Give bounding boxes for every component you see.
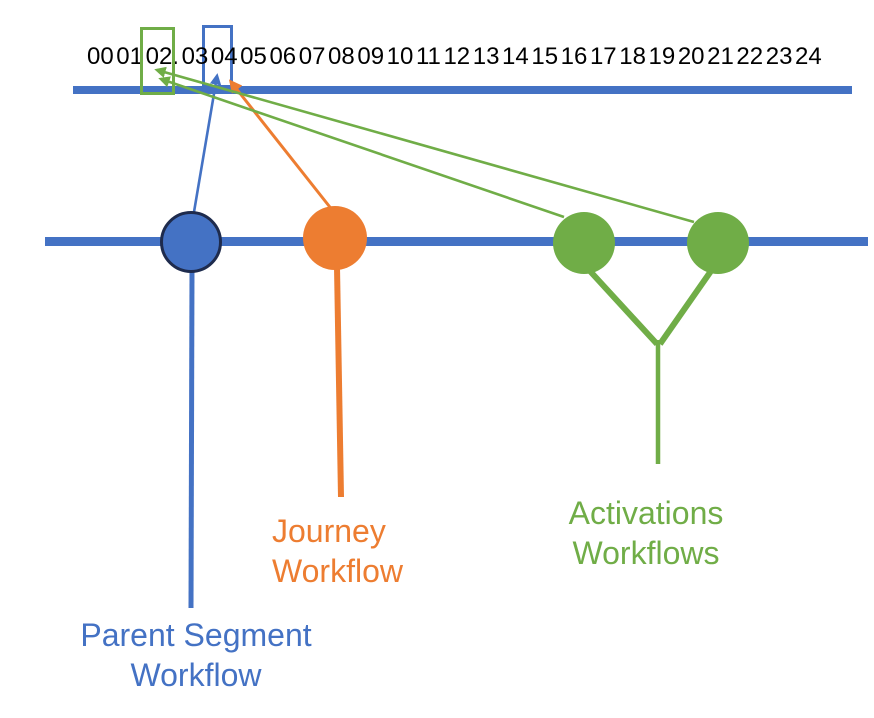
- hour-label: 22: [736, 43, 764, 70]
- timeline-bar-top: [73, 86, 852, 94]
- hour-label: 23: [765, 43, 793, 70]
- hour-label: 07: [298, 43, 326, 70]
- activations-node-2: [687, 212, 749, 274]
- hour-label: 15: [531, 43, 559, 70]
- hour-label: 03: [181, 43, 209, 70]
- workflow-track-bar: [45, 237, 868, 246]
- hour-label: 05: [240, 43, 267, 70]
- hour-label: 01: [116, 43, 143, 70]
- hour-label: 06: [269, 43, 297, 70]
- activations-workflows-label: Activations Workflows: [546, 493, 746, 573]
- hour-label: 12: [443, 43, 471, 70]
- journey-node: [303, 206, 367, 270]
- hour-label: 00: [87, 43, 114, 70]
- hour-label: 19: [648, 43, 676, 70]
- hour-label: 18: [619, 43, 646, 70]
- hour-label: 11: [415, 43, 441, 70]
- journey-stem: [334, 266, 344, 498]
- journey-label-line2: Workflow: [272, 553, 403, 589]
- parent-segment-node: [160, 211, 222, 273]
- journey-label-line1: Journey: [272, 513, 386, 549]
- parent-segment-workflow-label: Parent Segment Workflow: [66, 615, 326, 695]
- activations-node-1: [553, 212, 615, 274]
- arrow-activation1-to-hour-02: [158, 76, 565, 219]
- hour-label: 08: [328, 43, 355, 70]
- hour-label: 09: [357, 43, 385, 70]
- parent-label-line2: Workflow: [130, 657, 262, 693]
- parent-label-line1: Parent Segment: [80, 617, 312, 653]
- hour-label: 13: [472, 43, 500, 70]
- hour-label: 10: [386, 43, 414, 70]
- activations-v-left: [586, 267, 660, 347]
- hour-label: 17: [589, 43, 617, 70]
- hour-label: 21: [707, 43, 734, 70]
- activations-v-right: [657, 269, 714, 346]
- activations-label-line1: Activations: [568, 495, 724, 531]
- hour-label: 16: [560, 43, 588, 70]
- journey-workflow-label: Journey Workflow: [272, 511, 442, 591]
- hour-label: 14: [502, 43, 529, 70]
- hour-label: 04: [210, 43, 238, 70]
- arrow-journey-to-hour-04: [228, 79, 335, 212]
- hour-label: 24: [795, 43, 822, 70]
- highlight-box-hour-02: [140, 27, 175, 95]
- activations-label-line2: Workflows: [572, 535, 720, 571]
- parent-segment-stem: [188, 267, 195, 609]
- hour-label: 20: [677, 43, 705, 70]
- arrow-parent-to-hour-04: [192, 73, 222, 213]
- arrow-activation2-to-hour-02: [154, 66, 695, 224]
